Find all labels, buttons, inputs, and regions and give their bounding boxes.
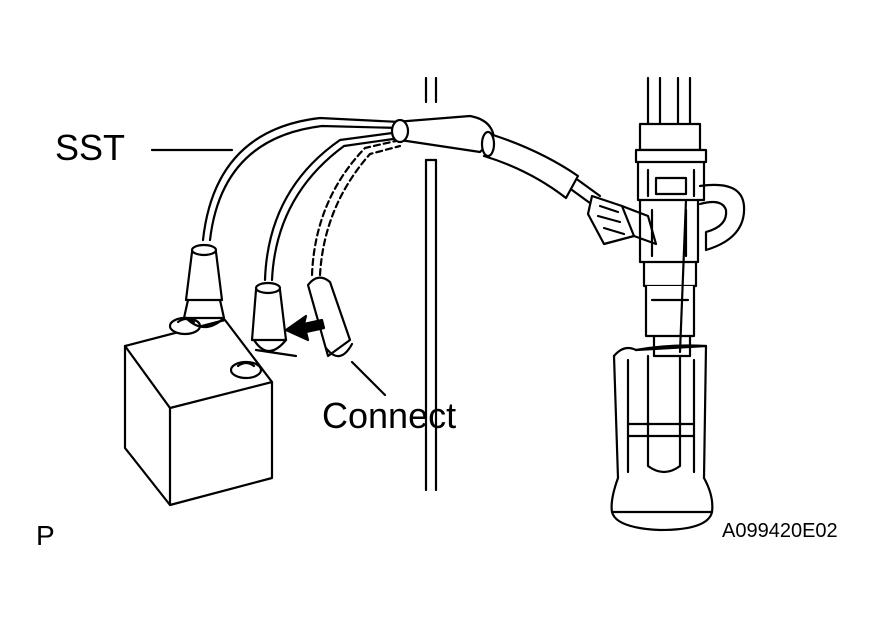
fuel-connector	[586, 194, 658, 246]
sst-left-lead	[182, 116, 402, 329]
sst-right-lead	[250, 130, 402, 358]
figure-id-label: A099420E02	[722, 520, 838, 542]
battery	[123, 316, 274, 507]
view-code-label: P	[36, 520, 55, 551]
connect-arrow	[284, 314, 326, 342]
beaker	[610, 344, 714, 532]
connect-leader	[350, 360, 387, 397]
sst-label: SST	[55, 127, 126, 168]
vertical-pipe	[424, 76, 438, 492]
dashed-lead	[310, 138, 402, 277]
fuel-pump	[634, 76, 746, 358]
connect-label: Connect	[322, 395, 457, 436]
dashed-clip	[306, 276, 354, 358]
harness-sleeve	[390, 114, 602, 208]
